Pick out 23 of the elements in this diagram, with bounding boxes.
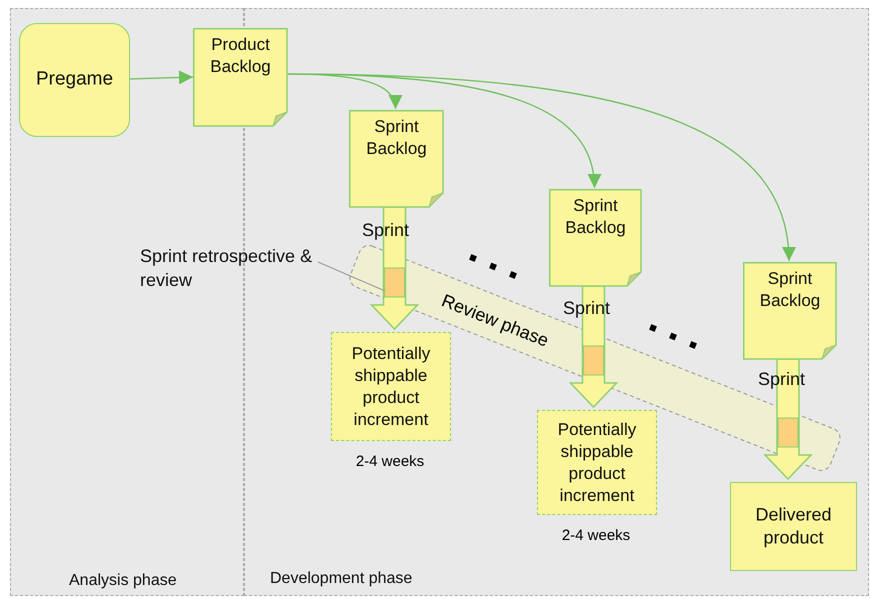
output-box <box>730 482 857 571</box>
note-label: Sprint Backlog <box>758 268 822 312</box>
arrow <box>128 70 194 84</box>
note-label: Sprint Backlog <box>365 116 428 160</box>
note-label: Product Backlog <box>209 34 272 78</box>
box-label: Pregame <box>34 68 114 92</box>
edge-label: Sprint <box>563 298 610 319</box>
duration-label: 2-4 weeks <box>560 527 632 544</box>
box-label: Potentially shippable product increment <box>350 342 432 431</box>
annotation-text: Sprint retrospective & review <box>140 245 314 292</box>
output-box <box>331 332 451 441</box>
note-label: Sprint Backlog <box>564 195 627 240</box>
phase-label: Analysis phase <box>69 571 177 591</box>
box-label: Delivered product <box>754 503 833 550</box>
edge-label: Sprint <box>362 220 410 241</box>
arrow <box>288 73 795 262</box>
box-label: Potentially shippable product increment <box>556 418 638 507</box>
leader-line <box>318 262 386 292</box>
phase-label: Development phase <box>270 569 412 589</box>
edge-label: Sprint <box>758 369 806 390</box>
output-box <box>537 410 657 515</box>
duration-label: 2-4 weeks <box>354 453 426 470</box>
process-box <box>19 23 130 137</box>
